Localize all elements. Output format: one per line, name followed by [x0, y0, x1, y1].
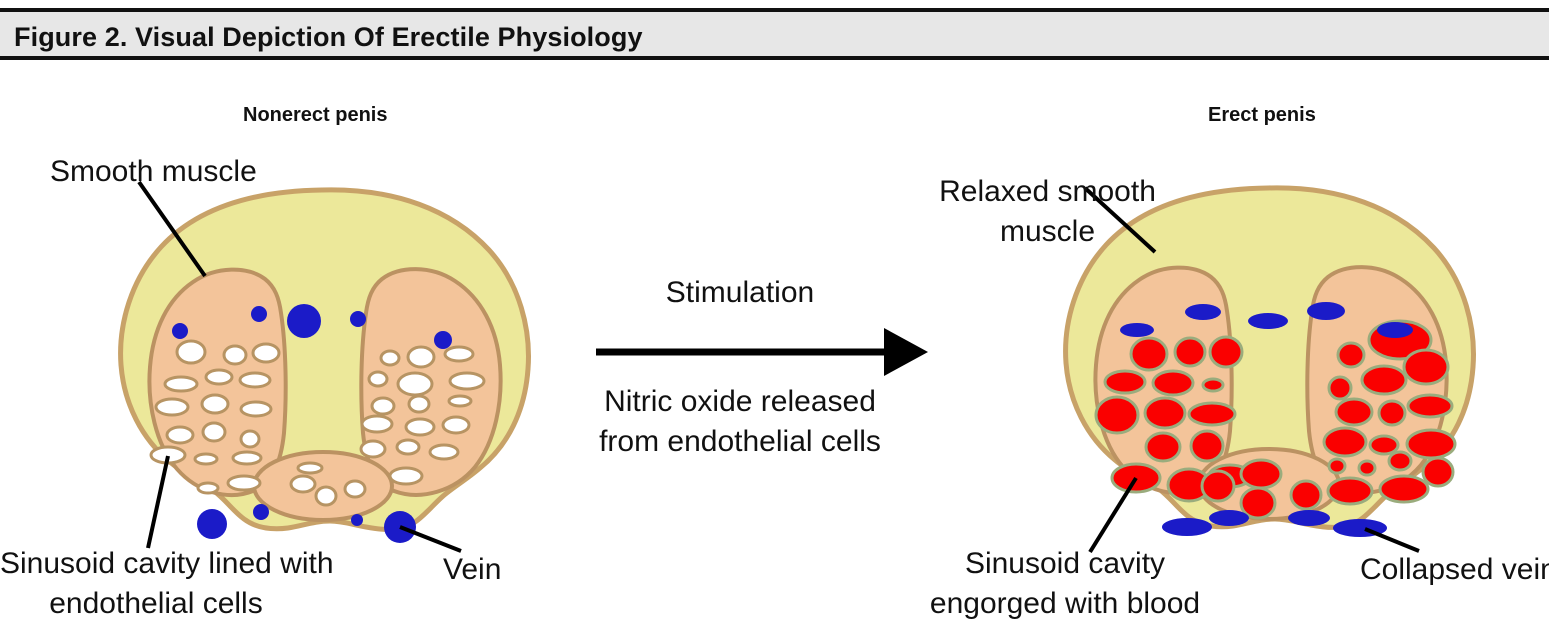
label-relaxed-smooth-muscle-line2: muscle	[999, 215, 1096, 248]
vein-dot	[287, 304, 321, 338]
label-smooth-muscle: Smooth muscle	[50, 155, 257, 188]
nonerect-sinusoids-spongiosum	[289, 461, 367, 507]
collapsed-vein	[1288, 510, 1330, 526]
collapsed-vein	[1162, 518, 1212, 536]
page-title: Figure 2. Visual Depiction Of Erectile P…	[14, 22, 643, 52]
nonerect-sinusoids-left	[149, 339, 281, 495]
label-stimulation: Stimulation	[665, 276, 815, 309]
label-nitric-oxide-line1: Nitric oxide released	[604, 385, 876, 418]
nonerect-heading: Nonerect penis	[243, 104, 388, 126]
collapsed-vein	[1209, 510, 1249, 526]
leader-collapsed-vein	[1364, 527, 1420, 553]
label-collapsed-vein: Collapsed vein	[1360, 553, 1549, 586]
erect-cross-section	[1063, 185, 1476, 554]
anatomy-illustration	[118, 180, 1476, 554]
leader-vein-left	[399, 525, 462, 553]
leader-sinusoid-left	[146, 455, 170, 549]
label-vein: Vein	[443, 553, 502, 586]
label-sinusoid-engorged-line1: Sinusoid cavity	[964, 547, 1166, 580]
vein-dot	[197, 509, 227, 539]
vein-dot	[351, 514, 363, 526]
erect-sinusoids-spongiosum	[1200, 458, 1323, 520]
vein-dot	[434, 331, 452, 349]
collapsed-vein	[1248, 313, 1288, 329]
leader-smooth-muscle	[137, 180, 207, 278]
stimulation-arrow	[596, 328, 928, 376]
collapsed-vein	[1185, 304, 1221, 320]
label-relaxed-smooth-muscle-line1: Relaxed smooth	[939, 175, 1156, 208]
vein-dot	[350, 311, 366, 327]
erect-sinusoids-right	[1322, 319, 1457, 506]
figure-canvas: Nonerect penis Smooth muscle Sinusoid ca…	[0, 64, 1549, 639]
vein-dot	[253, 504, 269, 520]
vein-dot	[172, 323, 188, 339]
label-sinusoid-lined-line1: Sinusoid cavity lined with	[0, 547, 334, 580]
collapsed-vein	[1307, 302, 1345, 320]
label-sinusoid-engorged-line2: engorged with blood	[929, 587, 1201, 620]
erect-heading: Erect penis	[1208, 104, 1316, 126]
collapsed-vein	[1377, 322, 1413, 338]
label-nitric-oxide-line2: from endothelial cells	[599, 425, 881, 458]
collapsed-vein	[1120, 323, 1154, 337]
nonerect-sinusoids-right	[359, 345, 486, 486]
leader-sinusoid-right	[1088, 476, 1138, 554]
erect-sinusoids-left	[1094, 335, 1253, 503]
nonerect-veins	[172, 304, 452, 543]
leader-relaxed-smooth-muscle	[1083, 186, 1157, 254]
nonerect-cross-section	[118, 180, 531, 553]
figure-title-bar: Figure 2. Visual Depiction Of Erectile P…	[0, 8, 1549, 60]
vein-dot	[251, 306, 267, 322]
label-sinusoid-lined-line2: endothelial cells	[49, 587, 263, 620]
